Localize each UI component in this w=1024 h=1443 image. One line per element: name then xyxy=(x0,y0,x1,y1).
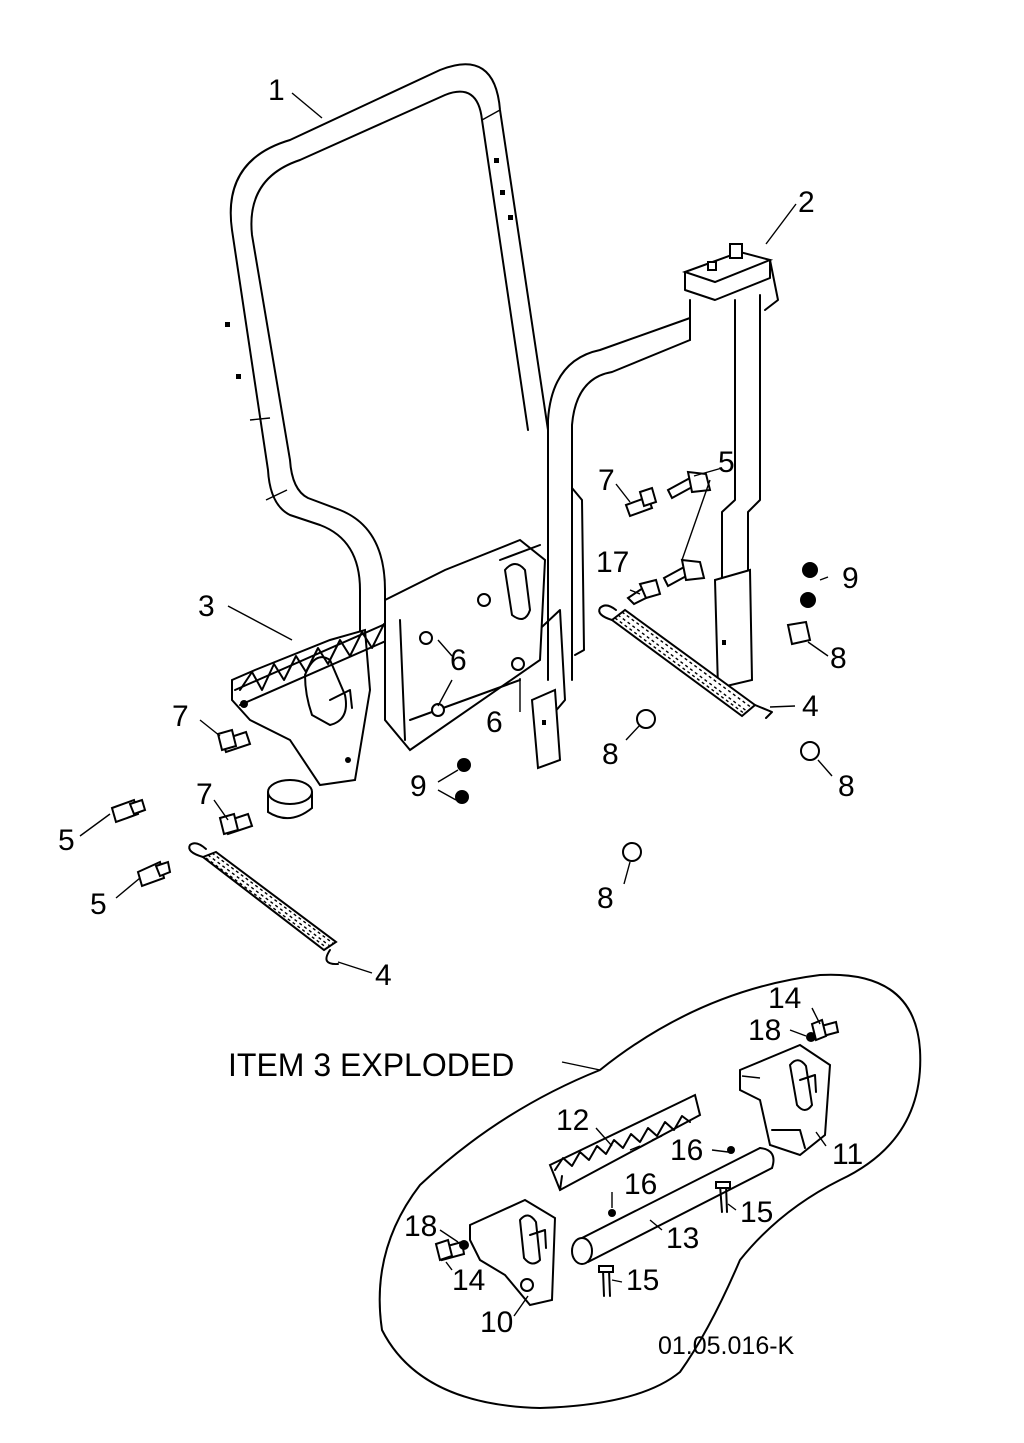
part-2-upper-frame xyxy=(527,243,779,770)
callout-15b: 15 xyxy=(626,1264,659,1297)
callout-5b: 5 xyxy=(58,824,75,857)
callout-18b: 18 xyxy=(404,1210,437,1243)
pin-5-middle xyxy=(662,558,706,588)
part-4-spring-upper xyxy=(598,604,773,719)
callout-7c: 7 xyxy=(196,778,213,811)
callout-15a: 15 xyxy=(740,1196,773,1229)
part-13-tube xyxy=(571,1147,775,1265)
callout-14a: 14 xyxy=(768,982,801,1015)
callout-8d: 8 xyxy=(597,882,614,915)
bolt-7-left xyxy=(216,728,252,754)
exploded-caption: ITEM 3 EXPLODED xyxy=(228,1047,514,1083)
callout-8c: 8 xyxy=(838,770,855,803)
bolt-7-upper xyxy=(624,486,658,518)
part-3-footrest-assembly xyxy=(231,538,547,819)
callout-17: 17 xyxy=(596,546,629,579)
callout-2: 2 xyxy=(798,186,815,219)
part-4-spring-lower xyxy=(188,842,339,966)
callout-5a: 5 xyxy=(718,446,735,479)
callout-7a: 7 xyxy=(598,464,615,497)
pin-17 xyxy=(626,578,662,606)
pin-5-upper xyxy=(666,470,712,500)
part-1-frame xyxy=(225,63,549,666)
callout-6a: 6 xyxy=(450,644,467,677)
drawing-code: 01.05.016-K xyxy=(658,1332,795,1360)
callout-11: 11 xyxy=(832,1138,863,1171)
callout-4a: 4 xyxy=(802,690,819,723)
callout-5c: 5 xyxy=(90,888,107,921)
callout-12: 12 xyxy=(556,1104,589,1137)
pin-5-left-lower xyxy=(136,860,172,888)
callout-8b: 8 xyxy=(602,738,619,771)
callout-9a: 9 xyxy=(842,562,859,595)
callout-10: 10 xyxy=(480,1306,513,1339)
callout-4b: 4 xyxy=(375,959,392,992)
part-11-right-plate xyxy=(739,1043,832,1157)
callout-16b: 16 xyxy=(624,1168,657,1201)
callout-13: 13 xyxy=(666,1222,699,1255)
pin-5-left-upper xyxy=(110,798,147,824)
callout-7b: 7 xyxy=(172,700,189,733)
callout-18a: 18 xyxy=(748,1014,781,1047)
part-10-left-plate xyxy=(469,1198,557,1307)
callout-14b: 14 xyxy=(452,1264,485,1297)
leader-lines xyxy=(79,92,833,1317)
callout-9b: 9 xyxy=(410,770,427,803)
callout-16a: 16 xyxy=(670,1134,703,1167)
hardware xyxy=(110,470,820,888)
callouts: 1 2 3 4 4 5 5 5 6 6 7 7 7 8 8 8 8 9 9 10… xyxy=(58,74,863,1339)
callout-1: 1 xyxy=(268,74,285,107)
callout-6b: 6 xyxy=(486,706,503,739)
callout-3: 3 xyxy=(198,590,215,623)
part-12-footrest-plate xyxy=(548,1093,702,1192)
bolt-7-lower xyxy=(218,812,254,836)
callout-8a: 8 xyxy=(830,642,847,675)
exploded-view-outline xyxy=(378,973,922,1409)
